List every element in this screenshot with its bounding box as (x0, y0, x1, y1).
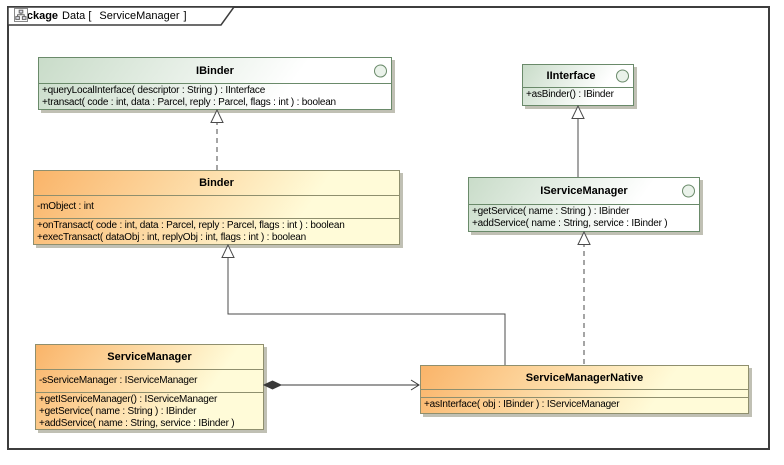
servicemanagernative-operations: +asInterface( obj : IBinder ) : IService… (421, 397, 748, 412)
tab-close-bracket: ] (183, 10, 187, 22)
iservicemanager-operations: +getService( name : String ) : IBinder +… (469, 204, 699, 231)
operation: +asInterface( obj : IBinder ) : IService… (424, 399, 620, 410)
binder-attributes: -mObject : int (34, 195, 399, 218)
diagram-frame-tab: package Data [ ServiceManager ] (7, 6, 241, 26)
interface-ball-icon (374, 64, 387, 77)
tab-shape (7, 6, 236, 26)
operation: +execTransact( dataObj : int, replyObj :… (37, 232, 307, 243)
servicemanager-operations: +getIServiceManager() : IServiceManager … (36, 392, 263, 431)
interface-ball-icon (616, 69, 629, 83)
attribute: -mObject : int (37, 201, 94, 212)
operation: +addService( name : String, service : IB… (472, 218, 668, 229)
iinterface-name: IInterface (546, 70, 596, 82)
ibinder-operations: +queryLocalInterface( descriptor : Strin… (39, 83, 391, 110)
tab-context: Data [ (62, 10, 92, 22)
operation: +asBinder() : IBinder (526, 89, 614, 100)
operation: +getService( name : String ) : IBinder (39, 406, 197, 417)
class-box-iinterface[interactable]: IInterface +asBinder() : IBinder (522, 64, 634, 106)
binder-name: Binder (199, 177, 234, 189)
tab-diagram-name: ServiceManager (99, 10, 180, 22)
operation: +getIServiceManager() : IServiceManager (39, 394, 218, 405)
iinterface-operations: +asBinder() : IBinder (523, 87, 633, 102)
operation: +addService( name : String, service : IB… (39, 418, 235, 429)
iservicemanager-title-bar: IServiceManager (469, 178, 699, 204)
iinterface-title-bar: IInterface (523, 65, 633, 87)
iservicemanager-name: IServiceManager (540, 185, 628, 197)
binder-operations: +onTransact( code : int, data : Parcel, … (34, 218, 399, 245)
servicemanagernative-attributes-empty (421, 389, 748, 397)
class-box-ibinder[interactable]: IBinder +queryLocalInterface( descriptor… (38, 57, 392, 110)
servicemanager-attributes: -sServiceManager : IServiceManager (36, 369, 263, 392)
attribute: -sServiceManager : IServiceManager (39, 375, 198, 386)
servicemanager-name: ServiceManager (107, 351, 192, 363)
class-box-servicemanager[interactable]: ServiceManager -sServiceManager : IServi… (35, 344, 264, 430)
servicemanagernative-title-bar: ServiceManagerNative (421, 366, 748, 389)
ibinder-name: IBinder (196, 64, 234, 77)
interface-ball-icon (682, 184, 695, 198)
class-box-servicemanagernative[interactable]: ServiceManagerNative +asInterface( obj :… (420, 365, 749, 414)
class-box-binder[interactable]: Binder -mObject : int +onTransact( code … (33, 170, 400, 245)
servicemanagernative-name: ServiceManagerNative (525, 371, 644, 384)
diagram-frame (7, 6, 770, 450)
class-box-iservicemanager[interactable]: IServiceManager +getService( name : Stri… (468, 177, 700, 232)
operation: +transact( code : int, data : Parcel, re… (42, 97, 336, 108)
ibinder-title-bar: IBinder (39, 58, 391, 83)
operation: +queryLocalInterface( descriptor : Strin… (42, 85, 266, 96)
binder-title-bar: Binder (34, 171, 399, 195)
servicemanager-title-bar: ServiceManager (36, 345, 263, 369)
operation: +onTransact( code : int, data : Parcel, … (37, 220, 345, 231)
operation: +getService( name : String ) : IBinder (472, 206, 630, 217)
